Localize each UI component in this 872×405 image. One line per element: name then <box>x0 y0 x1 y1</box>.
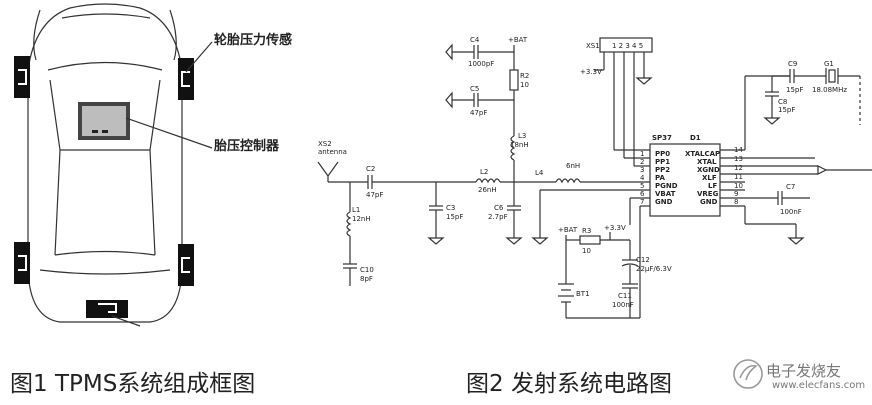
watermark-url: www.elecfans.com <box>772 380 866 391</box>
ic-pin-name: PP1 <box>655 158 670 166</box>
g1-value: 18.08MHz <box>812 86 847 94</box>
c11-value: 100nF <box>612 301 634 309</box>
c2-value: 47pF <box>366 191 383 199</box>
ic-pin-num: 13 <box>734 155 743 163</box>
c7-value: 100nF <box>780 208 802 216</box>
ic-ref: D1 <box>690 134 701 142</box>
watermark-cn: 电子发烧友 <box>766 362 842 380</box>
c12-ref: C12 <box>636 256 650 264</box>
c10-ref: C10 <box>360 266 374 274</box>
bat-bottom-label: +BAT <box>558 226 578 234</box>
c3-ref: C3 <box>446 204 455 212</box>
ic-pin-num: 1 <box>640 150 644 158</box>
c10-value: 8pF <box>360 275 373 283</box>
controller-label: 胎压控制器 <box>214 138 280 154</box>
ic-pins-left: 1 PP0 2 PP1 3 PP2 4 PA 5 PGND 6 VBAT 7 G… <box>640 150 678 206</box>
ic-pin-num: 2 <box>640 158 644 166</box>
sensor-pointer-line <box>185 41 213 73</box>
ic-pin-num: 10 <box>734 182 743 190</box>
c7-ref: C7 <box>786 183 795 191</box>
ic-pin-name: XLF <box>702 174 717 182</box>
ic-pin-num: 7 <box>640 198 644 206</box>
c8-value: 15pF <box>778 106 795 114</box>
ic-pin-name: VREG <box>697 190 719 198</box>
ic-pin-name: PGND <box>655 182 678 190</box>
l1-value: 12nH <box>352 215 371 223</box>
c9-value: 15pF <box>786 86 803 94</box>
l2-ref: L2 <box>480 168 488 176</box>
spare-tire-sensor <box>86 300 128 318</box>
ic-pin-num: 11 <box>734 173 743 181</box>
rf-circuit: XS2 antenna C2 47pF L2 26nH L4 6nH L1 12… <box>317 36 872 319</box>
wheel-front-left <box>14 56 30 98</box>
ic-pin-name: PA <box>655 174 665 182</box>
ic-pin-num: 3 <box>640 166 644 174</box>
c4-ref: C4 <box>470 36 480 44</box>
svg-text:1 2 3 4 5: 1 2 3 4 5 <box>612 42 643 50</box>
supply-33-label: +3.3V <box>604 224 626 232</box>
ic-pin-num: 8 <box>734 198 738 206</box>
r2-value: 10 <box>520 81 529 89</box>
ic-pin-name: GND <box>655 198 673 206</box>
bt1-ref: BT1 <box>576 290 590 298</box>
ic-part: SP37 <box>652 134 672 142</box>
ic-pins-right: XTALCAP 14 XTAL 13 XGND 12 XLF 11 LF 10 … <box>685 146 743 206</box>
c9-ref: C9 <box>788 60 797 68</box>
tpms-controller <box>78 102 130 140</box>
c6-ref: C6 <box>494 204 504 212</box>
c5-value: 47pF <box>470 109 487 117</box>
figure1-caption: 图1 TPMS系统组成框图 <box>10 371 256 397</box>
watermark-logo-icon <box>733 359 763 389</box>
xs2-ref: XS2 <box>318 140 332 148</box>
c8-ref: C8 <box>778 98 787 106</box>
c6-value: 2.7pF <box>488 213 508 221</box>
c3-value: 15pF <box>446 213 463 221</box>
ic-pin-num: 5 <box>640 182 644 190</box>
car-diagram <box>27 3 183 323</box>
wheel-rear-left <box>14 242 30 284</box>
c4-value: 1000pF <box>468 60 494 68</box>
ic-pin-num: 12 <box>734 164 743 172</box>
ic-pin-name: VBAT <box>655 190 676 198</box>
wheel-rear-right <box>178 244 194 286</box>
ic-pin-num: 4 <box>640 174 645 182</box>
l3-value: 18nH <box>510 141 529 149</box>
c2-ref: C2 <box>366 165 375 173</box>
l3-ref: L3 <box>518 132 526 140</box>
l4-ref: L4 <box>535 169 544 177</box>
xs1-ref: XS1 <box>586 42 600 50</box>
ic-pin-name: GND <box>700 198 718 206</box>
r3-ref: R3 <box>582 227 591 235</box>
xs2-note: antenna <box>318 148 347 156</box>
ic-pin-num: 6 <box>640 190 645 198</box>
c5-ref: C5 <box>470 85 479 93</box>
r3-value: 10 <box>582 247 591 255</box>
xs1-supply: +3.3V <box>580 68 602 76</box>
ic-pin-name: XTALCAP <box>685 150 720 158</box>
l2-value: 26nH <box>478 186 497 194</box>
c11-ref: C11 <box>618 292 632 300</box>
controller-pointer-line <box>125 117 213 149</box>
l4-value: 6nH <box>566 162 580 170</box>
ic-pin-name: XGND <box>697 166 720 174</box>
ic-pin-name: PP0 <box>655 150 670 158</box>
r2-ref: R2 <box>520 72 529 80</box>
ic-pin-name: XTAL <box>697 158 717 166</box>
g1-ref: G1 <box>824 60 834 68</box>
ic-pin-name: LF <box>708 182 717 190</box>
ic-pin-name: PP2 <box>655 166 670 174</box>
l1-ref: L1 <box>352 206 360 214</box>
bat-top-label: +BAT <box>508 36 528 44</box>
ic-pin-num: 9 <box>734 190 738 198</box>
figure2-caption: 图2 发射系统电路图 <box>466 371 672 397</box>
sensor-label: 轮胎压力传感 <box>214 32 292 48</box>
wheel-front-right <box>178 58 194 100</box>
c12-value: 22μF/6.3V <box>636 265 672 273</box>
spare-pointer-line <box>111 315 141 327</box>
